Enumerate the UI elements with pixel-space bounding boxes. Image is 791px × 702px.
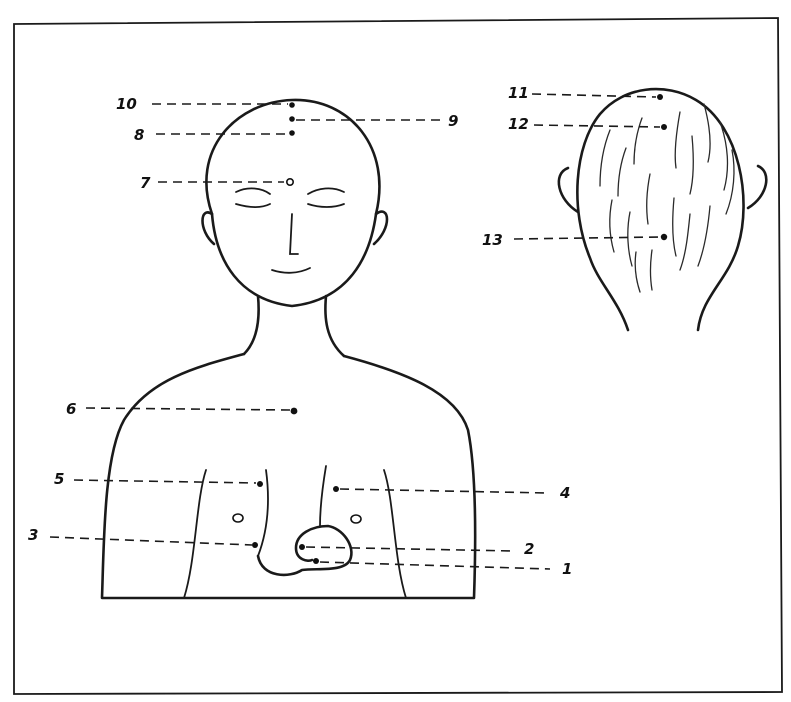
point-label: 2: [524, 540, 534, 558]
point-marker: [299, 544, 305, 550]
left-nipple: [233, 514, 243, 522]
point-label: 6: [66, 400, 76, 418]
point-label: 5: [54, 470, 64, 488]
back-left-ear: [559, 168, 578, 212]
point-marker: [257, 481, 263, 487]
point-7: 7: [140, 174, 293, 192]
point-marker: [289, 130, 295, 136]
neck-left: [244, 296, 259, 354]
point-11: 11: [508, 84, 663, 102]
point-label: 3: [28, 526, 38, 544]
right-chest-line: [320, 466, 326, 526]
point-marker: [252, 542, 258, 548]
point-label: 7: [140, 174, 151, 192]
point-2: 2: [299, 540, 534, 558]
point-label: 12: [508, 115, 529, 133]
point-label: 10: [116, 95, 137, 113]
point-label: 9: [448, 112, 458, 130]
point-marker: [661, 124, 667, 130]
front-figure: [102, 100, 475, 598]
hair-strokes: [600, 104, 734, 292]
point-9: 9: [289, 112, 458, 130]
right-eye: [308, 188, 344, 207]
point-marker: [289, 116, 295, 122]
point-13: 13: [482, 231, 667, 249]
point-label: 13: [482, 231, 503, 249]
point-label: 8: [134, 126, 144, 144]
neck-right: [325, 296, 344, 356]
point-1: 1: [313, 558, 572, 578]
point-3: 3: [28, 526, 258, 548]
back-head-outline: [577, 89, 743, 330]
page-frame: [14, 18, 782, 694]
point-label: 4: [559, 484, 570, 502]
point-5: 5: [54, 470, 263, 488]
point-label: 1: [562, 560, 572, 578]
back-right-ear: [748, 166, 766, 208]
point-label: 11: [508, 84, 529, 102]
right-nipple: [351, 515, 361, 523]
point-12: 12: [508, 115, 667, 133]
point-marker: [661, 234, 667, 240]
point-6: 6: [66, 400, 297, 418]
nose: [290, 214, 298, 254]
point-marker: [291, 408, 298, 415]
point-marker: [657, 94, 663, 100]
stomach-outline: [258, 526, 351, 575]
point-4: 4: [333, 484, 570, 502]
left-eye: [236, 188, 270, 207]
point-marker: [313, 558, 319, 564]
point-8: 8: [134, 126, 295, 144]
left-armpit-line: [184, 470, 206, 598]
point-marker: [333, 486, 339, 492]
point-marker: [289, 102, 295, 108]
mouth: [272, 268, 310, 273]
point-marker: [287, 179, 293, 185]
torso-outline: [102, 354, 475, 598]
